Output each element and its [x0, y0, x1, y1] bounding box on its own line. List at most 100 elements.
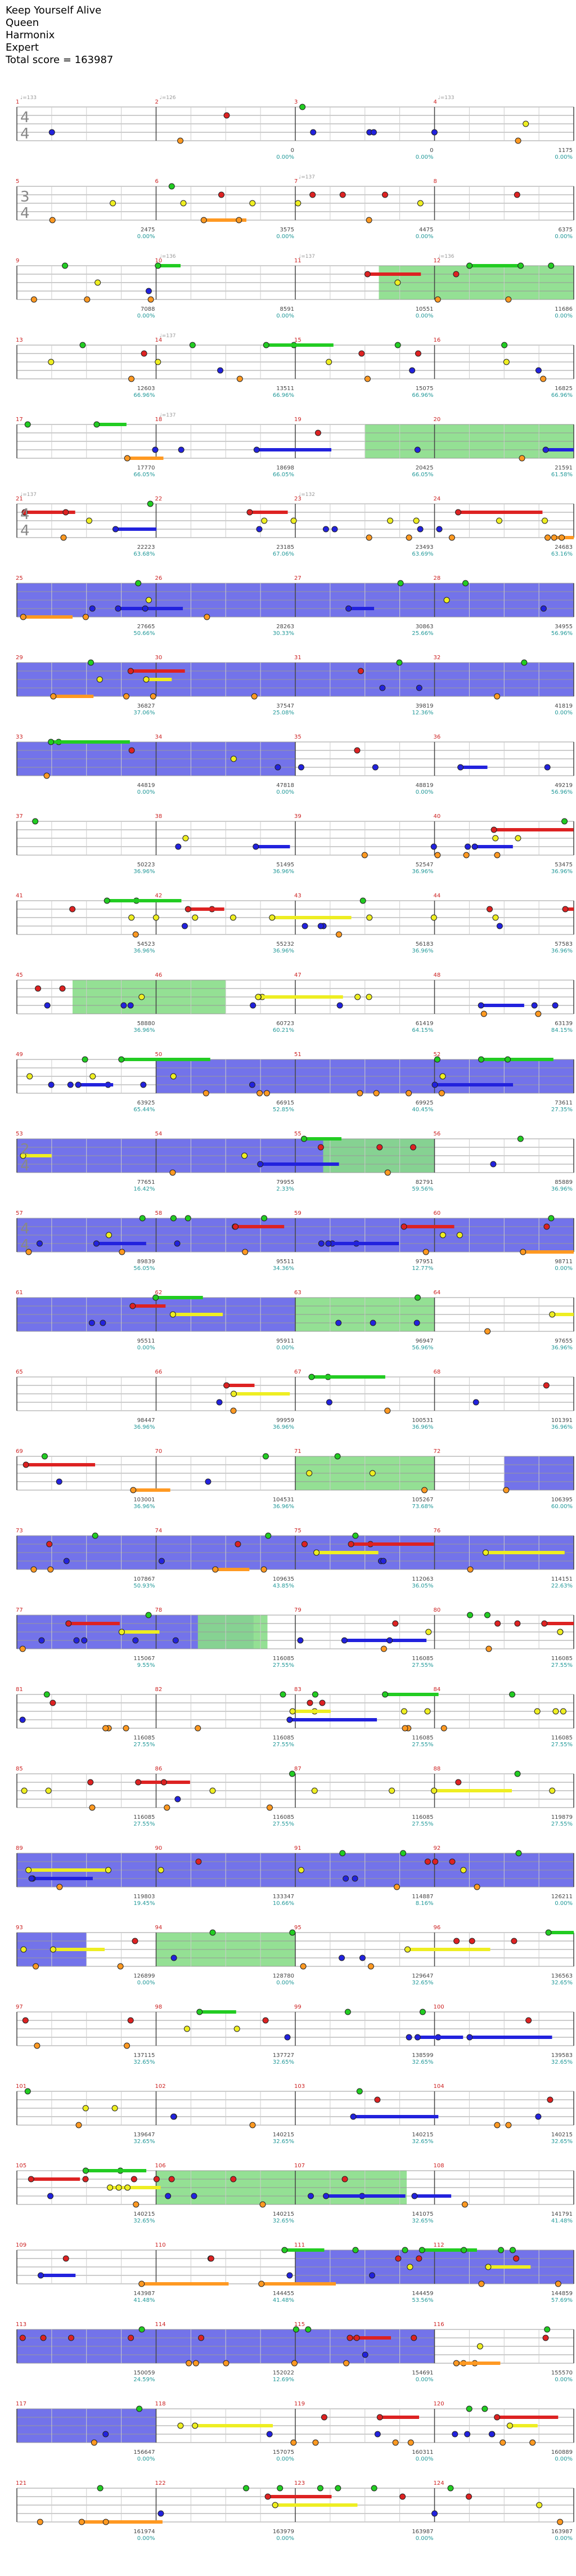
note-gem [277, 2485, 284, 2492]
song-title: Keep Yourself Alive [6, 5, 102, 16]
measure-number: 7 [294, 178, 298, 185]
measure-score: 15075 [416, 386, 434, 392]
sustain-bar [385, 1693, 439, 1696]
measure-number: 56 [434, 1131, 441, 1137]
chart-row [16, 1374, 574, 1414]
measure-score: 77651 [137, 1179, 155, 1186]
measure-percent: 0.00% [137, 2535, 155, 2542]
note-gem [335, 2485, 341, 2492]
note-gem [139, 1215, 146, 1222]
note-gem [348, 1541, 354, 1548]
sustain-bar [261, 2282, 336, 2286]
note-gem [503, 1487, 510, 1493]
note-gem [256, 1090, 263, 1097]
measure-score: 24683 [555, 544, 573, 551]
measure-number: 71 [294, 1448, 302, 1455]
note-gem [25, 1867, 32, 1873]
note-gem [290, 517, 297, 524]
measure-number: 39 [294, 813, 302, 820]
measure-number: 59 [294, 1210, 302, 1217]
sustain-bar [351, 1542, 434, 1546]
note-gem [406, 2034, 412, 2041]
measure-number: 98 [155, 2004, 163, 2010]
note-gem [439, 1232, 446, 1238]
note-gem [417, 200, 424, 207]
note-gem [45, 1787, 52, 1794]
note-gem [48, 129, 55, 136]
note-gem [431, 129, 438, 136]
measure-score: 150059 [133, 2370, 155, 2376]
note-gem [339, 1850, 346, 1857]
note-gem [182, 835, 189, 842]
note-gem [421, 1487, 428, 1493]
note-gem [540, 605, 547, 612]
measure-number: 64 [434, 1290, 441, 1296]
measure-number: 55 [294, 1131, 302, 1137]
note-gem [488, 2431, 495, 2438]
measure-score: 103001 [133, 1497, 155, 1503]
note-gem [127, 2017, 134, 2024]
note-gem [272, 2502, 278, 2508]
sustain-bar [255, 845, 290, 848]
note-gem [89, 605, 96, 612]
measure-number: 1 [16, 99, 19, 105]
note-gem [192, 2422, 199, 2429]
note-gem [308, 1374, 315, 1380]
measure-score: 30863 [416, 624, 434, 630]
measure-score: 41819 [555, 703, 573, 709]
note-gem [261, 1215, 268, 1222]
measure-score: 112063 [412, 1576, 433, 1582]
note-gem [557, 2519, 564, 2525]
measure-percent: 36.96% [551, 1186, 573, 1192]
note-gem [494, 2414, 501, 2421]
note-gem [147, 500, 154, 507]
measure-percent: 36.96% [273, 1424, 294, 1430]
note-gem [372, 764, 379, 771]
chart-row [16, 2088, 574, 2128]
measure-percent: 41.48% [273, 2297, 294, 2304]
sustain-bar [82, 2520, 163, 2524]
note-gem [48, 739, 55, 745]
note-gem [34, 2042, 40, 2049]
note-gem [123, 693, 130, 700]
note-gem [136, 2405, 143, 2412]
measure-number: 90 [155, 1845, 163, 1852]
note-gem [263, 1090, 270, 1097]
measure-percent: 32.65% [412, 2218, 433, 2224]
note-gem [118, 1629, 125, 1635]
chart-row [16, 1056, 574, 1097]
note-gem [169, 1311, 176, 1318]
note-gem [174, 1240, 181, 1247]
note-gem [82, 1056, 88, 1063]
note-gem [128, 914, 135, 921]
song-header: Keep Yourself Alive Queen Harmonix Exper… [6, 5, 231, 66]
note-gem [124, 2042, 130, 2049]
measure-score: 6375 [559, 227, 573, 233]
note-gem [295, 200, 302, 207]
note-gem [548, 1215, 555, 1222]
note-gem [209, 1787, 216, 1794]
chart-row [16, 2167, 574, 2208]
note-gem [536, 2502, 543, 2508]
measure-number: 103 [294, 2083, 305, 2090]
sustain-bar [552, 1313, 574, 1316]
note-gem [155, 262, 161, 269]
note-gem [514, 191, 520, 198]
measure-score: 36827 [137, 703, 155, 709]
note-gem [341, 2176, 348, 2183]
measure-score: 47818 [276, 782, 294, 789]
measure-percent: 0.00% [555, 710, 573, 716]
measure-score: 0 [430, 147, 433, 154]
note-gem [410, 1144, 417, 1151]
measure-percent: 32.65% [412, 2139, 433, 2145]
measure-score: 140215 [133, 2211, 155, 2217]
measure-score: 119879 [551, 1814, 573, 1821]
sustain-bar [107, 899, 162, 902]
difficulty-label: Expert [6, 42, 39, 53]
note-gem [89, 1804, 96, 1811]
note-gem [335, 1320, 342, 1326]
sustain-bar [226, 1384, 255, 1387]
measure-score: 141075 [412, 2211, 433, 2217]
note-gem [380, 1645, 387, 1652]
measure-number: 81 [16, 1687, 23, 1693]
